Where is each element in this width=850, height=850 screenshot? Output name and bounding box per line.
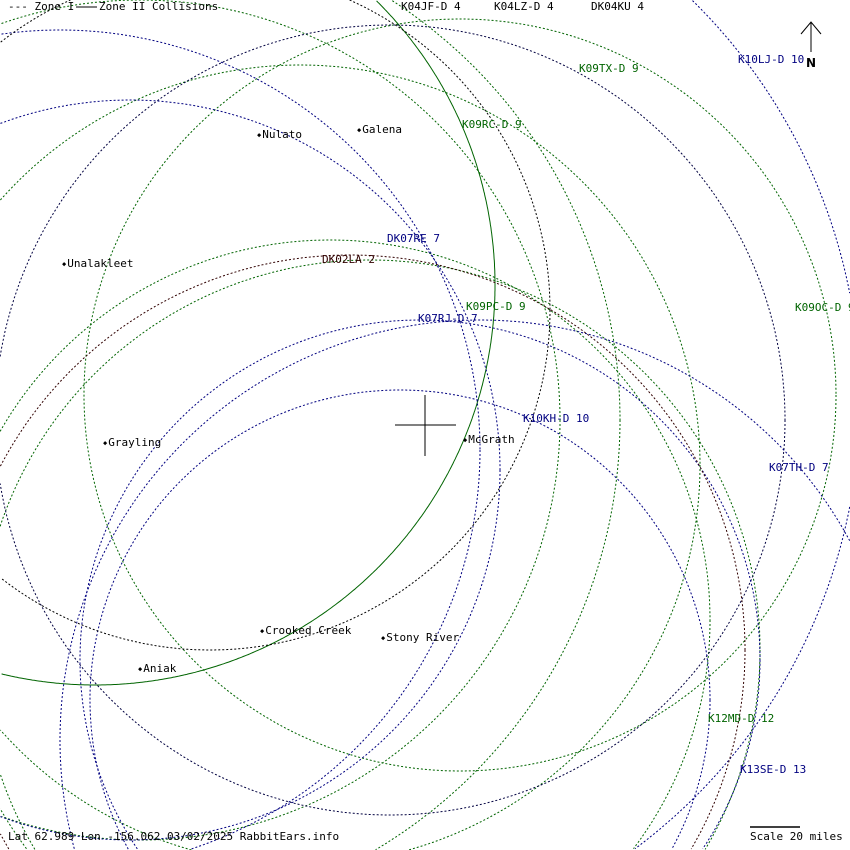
- zone-arc-k07th: [59, 319, 850, 849]
- zone-arc-k09oc: [83, 18, 837, 772]
- zone-arc-dk02la: [0, 254, 746, 850]
- station-k13se[interactable]: K13SE-D 13: [740, 763, 807, 776]
- zone-arc-k13se: [89, 389, 711, 850]
- north-arrow-icon: [800, 21, 822, 52]
- zone-arc-k04jf-solid: [1, 0, 496, 686]
- city-nulato: Nulato: [257, 129, 302, 141]
- city-mcgrath: McGrath: [463, 434, 514, 446]
- station-k10lj[interactable]: K10LJ-D 10: [738, 53, 805, 66]
- station-k04jf[interactable]: K04JF-D 4: [401, 0, 461, 13]
- zone-arc-k10kh: [79, 319, 761, 850]
- zone-arc-k10lj: [634, 0, 850, 850]
- station-k09rc[interactable]: K09RC-D 9: [462, 118, 522, 131]
- legend-zone2: Zone II Collisions: [99, 0, 219, 13]
- station-k12md[interactable]: K12MD-D 12: [708, 712, 775, 725]
- footer-info: Lat 62.989 Lon -156.062 03/02/2025 Rabbi…: [8, 830, 340, 843]
- city-galena: Galena: [357, 124, 402, 136]
- station-k09oc[interactable]: K09OC-D 9: [795, 301, 850, 314]
- station-k09tx[interactable]: K09TX-D 9: [579, 62, 639, 75]
- zone-arc-k09rc: [1, 0, 561, 841]
- north-label: N: [806, 56, 817, 70]
- zone-arc-k12md: [0, 239, 711, 850]
- city-stony-river: Stony River: [381, 632, 459, 644]
- zone-arc-k07rj: [1, 29, 481, 850]
- scale-label: Scale 20 miles: [750, 830, 843, 843]
- zone-arc-dk04ku: [0, 24, 786, 816]
- city-unalakleet: Unalakleet: [62, 258, 133, 270]
- station-dk07re[interactable]: DK07RE 7: [387, 232, 440, 245]
- station-k04lz[interactable]: K04LZ-D 4: [494, 0, 554, 13]
- zone-arc-dk07re: [0, 99, 501, 841]
- station-dk02la[interactable]: DK02LA 2: [322, 253, 375, 266]
- station-k07th[interactable]: K07TH-D 7: [769, 461, 829, 474]
- city-grayling: Grayling: [103, 437, 161, 449]
- station-k10kh[interactable]: K10KH-D 10: [523, 412, 590, 425]
- station-k09pc[interactable]: K09PC-D 9: [466, 300, 526, 313]
- legend-zone1: --- Zone I: [8, 0, 75, 13]
- station-k07rj[interactable]: K07RJ-D 7: [418, 312, 478, 325]
- zone-arc-misc: [0, 0, 551, 651]
- zone-arc-k09tx: [0, 64, 701, 850]
- zone-arc-k04lz: [375, 0, 621, 850]
- zone-arc-k09pc: [0, 259, 761, 850]
- city-crooked-creek: Crooked Creek: [260, 625, 351, 637]
- station-dk04ku[interactable]: DK04KU 4: [591, 0, 644, 13]
- city-aniak: Aniak: [138, 663, 176, 675]
